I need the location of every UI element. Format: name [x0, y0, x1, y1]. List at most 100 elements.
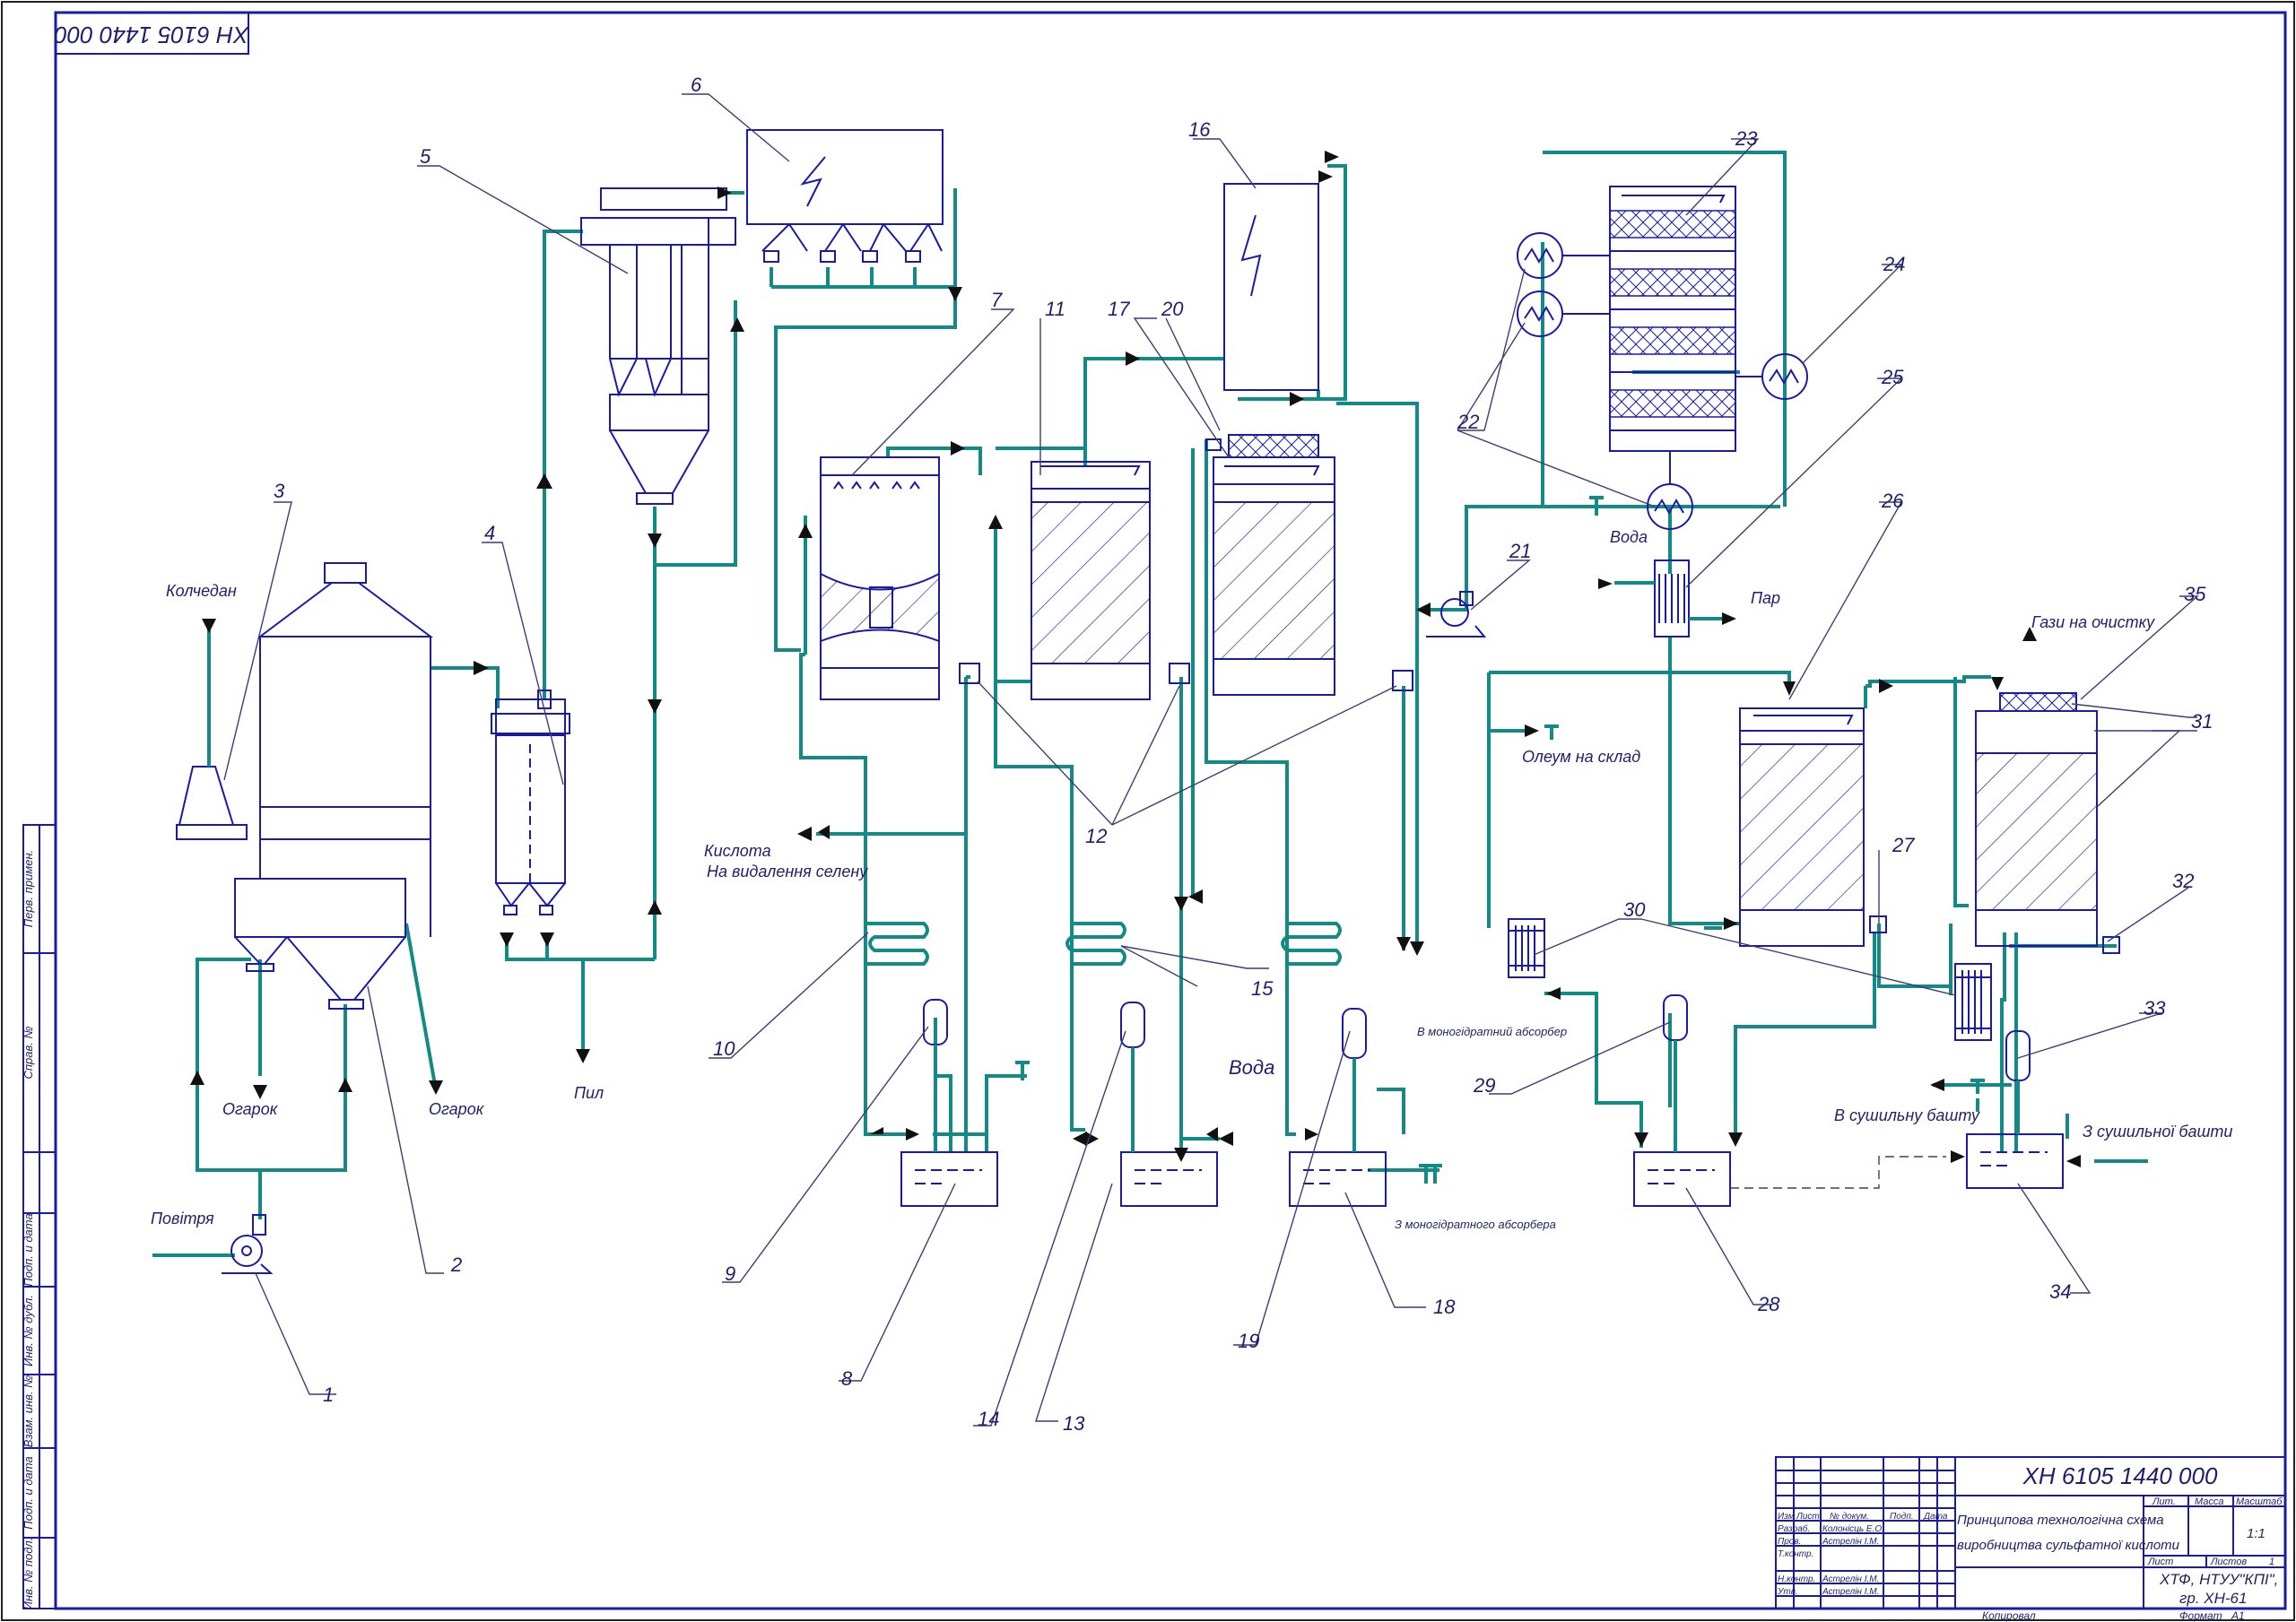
num-6: 6 — [691, 74, 702, 96]
format-label: Формат — [2179, 1609, 2222, 1622]
name-nkontr: Астрелін І.М. — [1822, 1574, 1879, 1584]
label-par: Пар — [1751, 589, 1780, 607]
num-25: 25 — [1881, 366, 1904, 388]
stamp-perv: Перв. примен. — [22, 850, 35, 927]
pump-9 — [923, 999, 948, 1152]
num-34: 34 — [2049, 1280, 2071, 1303]
tower-11 — [1031, 461, 1151, 700]
num-4: 4 — [484, 522, 495, 544]
heat-exchanger-22b — [1517, 291, 1610, 337]
absorber-26 — [1739, 707, 1865, 947]
num-22: 22 — [1457, 411, 1479, 433]
role-nkontr: Н.контр. — [1778, 1574, 1815, 1584]
pump-14 — [1120, 1002, 1145, 1152]
num-19: 19 — [1238, 1330, 1259, 1352]
num-35: 35 — [2184, 583, 2206, 605]
format-value: А1 — [2231, 1609, 2245, 1622]
title-block: ХН 6105 1440 000 Принципова технологічна… — [1775, 1456, 2286, 1622]
tank-28 — [1633, 1151, 1731, 1207]
label-kyslota-1: Кислота — [704, 842, 771, 860]
label-povitria: Повітря — [151, 1210, 214, 1227]
tank-18 — [1289, 1151, 1387, 1207]
label-from-monohydrate: З моногідратного абсорбера — [1395, 1218, 1556, 1231]
valves — [1015, 496, 1985, 1184]
pump-33 — [2005, 1030, 2031, 1134]
cooler-15a — [1065, 922, 1126, 966]
num-13: 13 — [1063, 1412, 1085, 1435]
tower-17 — [1205, 434, 1335, 696]
box-27 — [1869, 915, 1887, 933]
label-oleum: Олеум на склад — [1522, 748, 1640, 766]
title-code: ХН 6105 1440 000 — [2022, 1462, 2218, 1489]
org-line1: ХТФ, НТУУ"КПІ", — [2159, 1571, 2278, 1588]
title-line2: виробництва сульфатної кислоти — [1957, 1538, 2180, 1553]
num-32: 32 — [2172, 870, 2194, 892]
box-12c — [1392, 670, 1413, 691]
flow-arrows — [190, 151, 2081, 1167]
electrofilter-6 — [746, 129, 944, 263]
sheets-value: 1 — [2269, 1557, 2274, 1567]
lit-label: Лит. — [2152, 1496, 2176, 1507]
sheet-inner-frame — [54, 11, 2287, 1610]
num-9: 9 — [725, 1262, 735, 1285]
num-2: 2 — [450, 1253, 462, 1276]
num-23: 23 — [1735, 127, 1758, 150]
num-21: 21 — [1509, 540, 1531, 562]
heat-exchanger-22c — [1647, 451, 1693, 530]
hdr-data: Дата — [1923, 1512, 1948, 1522]
item-numbers: 1 2 3 4 5 6 7 8 9 10 11 12 13 14 15 16 1… — [274, 74, 2213, 1435]
num-7: 7 — [991, 289, 1003, 311]
stream-labels: Колчедан Повітря Огарок Огарок Пил Кисло… — [151, 528, 2232, 1231]
copied-label: Копировал — [1982, 1609, 2036, 1622]
num-24: 24 — [1883, 253, 1905, 275]
num-27: 27 — [1892, 834, 1915, 856]
role-razrab: Разраб. — [1778, 1523, 1810, 1534]
num-3: 3 — [274, 480, 285, 502]
hdr-list: Лист — [1796, 1512, 1820, 1522]
cooler-10 — [865, 922, 929, 966]
scale-label: Масштаб — [2236, 1496, 2283, 1507]
hdr-izm: Изм — [1778, 1512, 1795, 1522]
stamp-podp2: Подп. и дата — [22, 1456, 35, 1529]
label-from-drying: З сушильної башти — [2083, 1123, 2232, 1141]
label-kolchedan: Колчедан — [166, 582, 237, 600]
stamp-podp1: Подп. и дата — [22, 1213, 35, 1286]
sheets-label: Листов — [2210, 1557, 2247, 1567]
name-razrab: Колонісць Е.О. — [1822, 1524, 1884, 1534]
num-14: 14 — [978, 1408, 999, 1430]
num-15: 15 — [1251, 977, 1274, 1000]
role-prov: Пров. — [1778, 1537, 1801, 1547]
leader-lines — [223, 93, 2199, 1427]
title-line1: Принципова технологічна схема — [1957, 1513, 2164, 1528]
org-line2: гр. ХН-61 — [2179, 1590, 2247, 1607]
num-1: 1 — [323, 1383, 334, 1406]
mass-label: Масса — [2195, 1496, 2224, 1507]
stamp-inv-dubl: Инв. № дубл. — [22, 1295, 35, 1366]
rotated-code: ХН 6105 1440 000 — [54, 22, 249, 48]
cyclone-4 — [491, 690, 570, 915]
pump-29 — [1663, 994, 1688, 1152]
label-ogarok-right: Огарок — [429, 1100, 485, 1118]
num-5: 5 — [420, 145, 431, 168]
cooler-15b — [1281, 922, 1342, 966]
name-prov: Астрелін І.М. — [1822, 1537, 1879, 1547]
hdr-podp: Подп. — [1890, 1512, 1914, 1522]
tank-8 — [900, 1151, 998, 1207]
num-11: 11 — [1045, 298, 1065, 320]
num-33: 33 — [2144, 997, 2166, 1019]
absorber-31 — [1975, 692, 2098, 947]
num-29: 29 — [1473, 1074, 1495, 1097]
feeder-3 — [176, 623, 248, 840]
furnace-2 — [234, 562, 433, 1010]
num-16: 16 — [1188, 118, 1211, 141]
name-utv: Астрелін І.М. — [1822, 1587, 1879, 1597]
heat-exchanger-22a — [1517, 232, 1610, 279]
box-12a — [959, 663, 980, 684]
cyclone-5 — [580, 187, 736, 505]
num-20: 20 — [1161, 298, 1184, 320]
label-voda-top: Вода — [1610, 528, 1648, 546]
role-tkontr: Т.контр. — [1778, 1549, 1813, 1559]
side-stamp: Перв. примен. Справ. № Подп. и дата Инв.… — [22, 824, 57, 1609]
washing-tower-7 — [820, 456, 940, 700]
